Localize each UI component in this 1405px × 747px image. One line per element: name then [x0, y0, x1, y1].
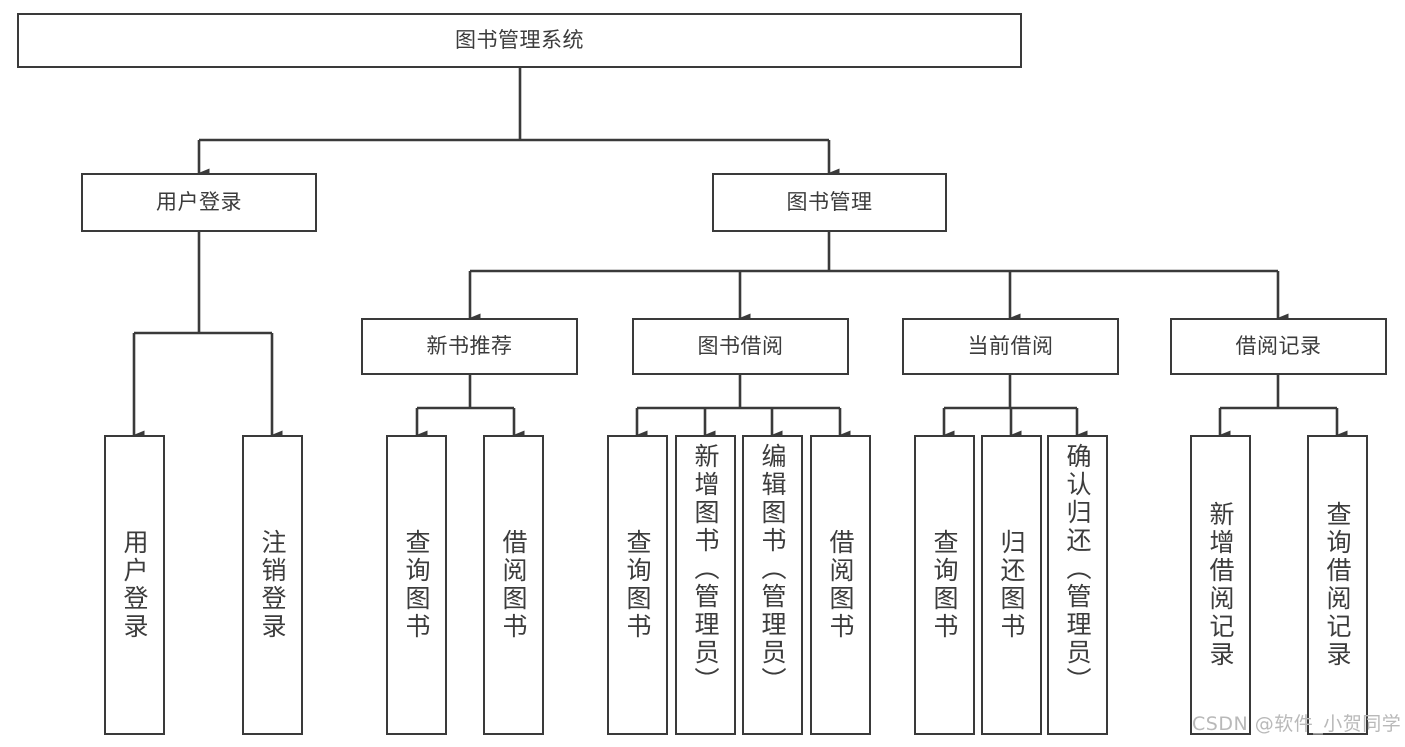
csdn-watermark: CSDN @软件_小贺同学	[1192, 713, 1402, 735]
node-label: 新增图书（管理员）	[691, 443, 720, 695]
node-label: 查询图书	[623, 529, 652, 641]
node-leaf-3[interactable]: 借阅图书	[483, 435, 544, 735]
node-leaf-8[interactable]: 查询图书	[914, 435, 975, 735]
node-label: 借阅图书	[826, 529, 855, 641]
node-leaf-0[interactable]: 用户登录	[104, 435, 165, 735]
node-level3-1[interactable]: 图书借阅	[632, 318, 849, 375]
node-level3-2[interactable]: 当前借阅	[902, 318, 1119, 375]
node-label: 用户登录	[156, 190, 242, 214]
node-leaf-11[interactable]: 新增借阅记录	[1190, 435, 1251, 735]
node-leaf-10[interactable]: 确认归还（管理员）	[1047, 435, 1108, 735]
node-label: 新书推荐	[426, 334, 513, 358]
node-label: 查询借阅记录	[1323, 501, 1352, 669]
node-leaf-5[interactable]: 新增图书（管理员）	[675, 435, 736, 735]
node-label: 图书管理	[786, 190, 873, 214]
node-leaf-2[interactable]: 查询图书	[386, 435, 447, 735]
node-leaf-1[interactable]: 注销登录	[242, 435, 303, 735]
node-label: 借阅记录	[1235, 334, 1322, 358]
node-leaf-6[interactable]: 编辑图书（管理员）	[742, 435, 803, 735]
node-label: 新增借阅记录	[1206, 501, 1235, 669]
node-level3-3[interactable]: 借阅记录	[1170, 318, 1387, 375]
node-leaf-9[interactable]: 归还图书	[981, 435, 1042, 735]
node-leaf-4[interactable]: 查询图书	[607, 435, 668, 735]
node-label: 编辑图书（管理员）	[758, 443, 787, 695]
node-leaf-12[interactable]: 查询借阅记录	[1307, 435, 1368, 735]
node-leaf-7[interactable]: 借阅图书	[810, 435, 871, 735]
node-level2-0[interactable]: 用户登录	[81, 173, 317, 232]
node-label: 确认归还（管理员）	[1063, 443, 1092, 695]
node-label: 注销登录	[258, 529, 287, 641]
node-label: 查询图书	[930, 529, 959, 641]
node-label: 当前借阅	[967, 334, 1054, 358]
node-label: 用户登录	[120, 529, 149, 641]
node-label: 归还图书	[997, 529, 1026, 641]
node-label: 图书借阅	[697, 334, 784, 358]
node-root-library-management-system[interactable]: 图书管理系统	[17, 13, 1022, 68]
node-label: 图书管理系统	[455, 28, 584, 52]
connector-paths	[132, 68, 1348, 440]
node-level2-1[interactable]: 图书管理	[712, 173, 947, 232]
node-label: 借阅图书	[499, 529, 528, 641]
node-level3-0[interactable]: 新书推荐	[361, 318, 578, 375]
node-label: 查询图书	[402, 529, 431, 641]
